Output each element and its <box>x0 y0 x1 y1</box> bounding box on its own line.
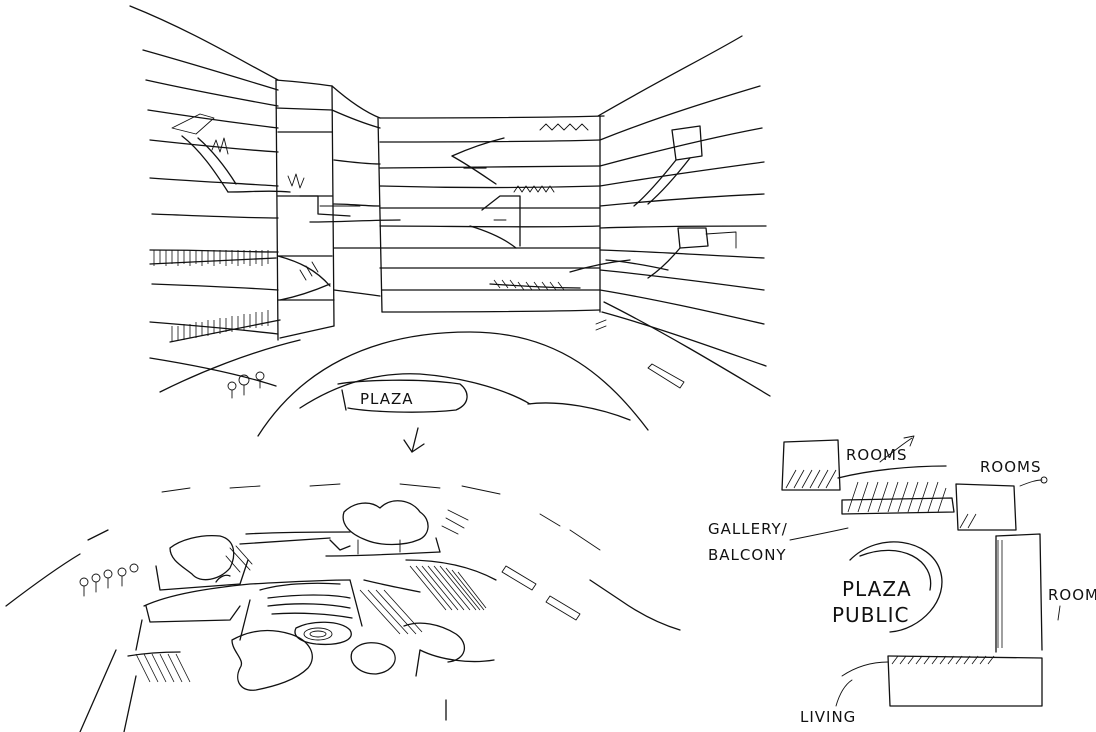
plan-diagram: ROOMS ROOMS ROOMS PLAZA PUBLIC GALLERY/ … <box>708 435 1096 726</box>
rooms-right-label: ROOMS <box>980 458 1042 476</box>
gallery-label-line1: GALLERY/ <box>708 520 788 538</box>
gallery-label-line2: BALCONY <box>708 546 787 564</box>
plaza-public-label-line2: PUBLIC <box>832 603 909 627</box>
rooms-top-label: ROOMS <box>846 446 908 464</box>
plaza-public-label-line1: PLAZA <box>842 577 912 601</box>
courtyard-perspective-sketch: PLAZA <box>129 5 771 453</box>
living-label: LIVING <box>800 708 856 726</box>
plaza-label: PLAZA <box>360 390 414 408</box>
rooms-side-label: ROOMS <box>1048 586 1096 604</box>
aerial-plaza-sketch <box>5 483 681 732</box>
